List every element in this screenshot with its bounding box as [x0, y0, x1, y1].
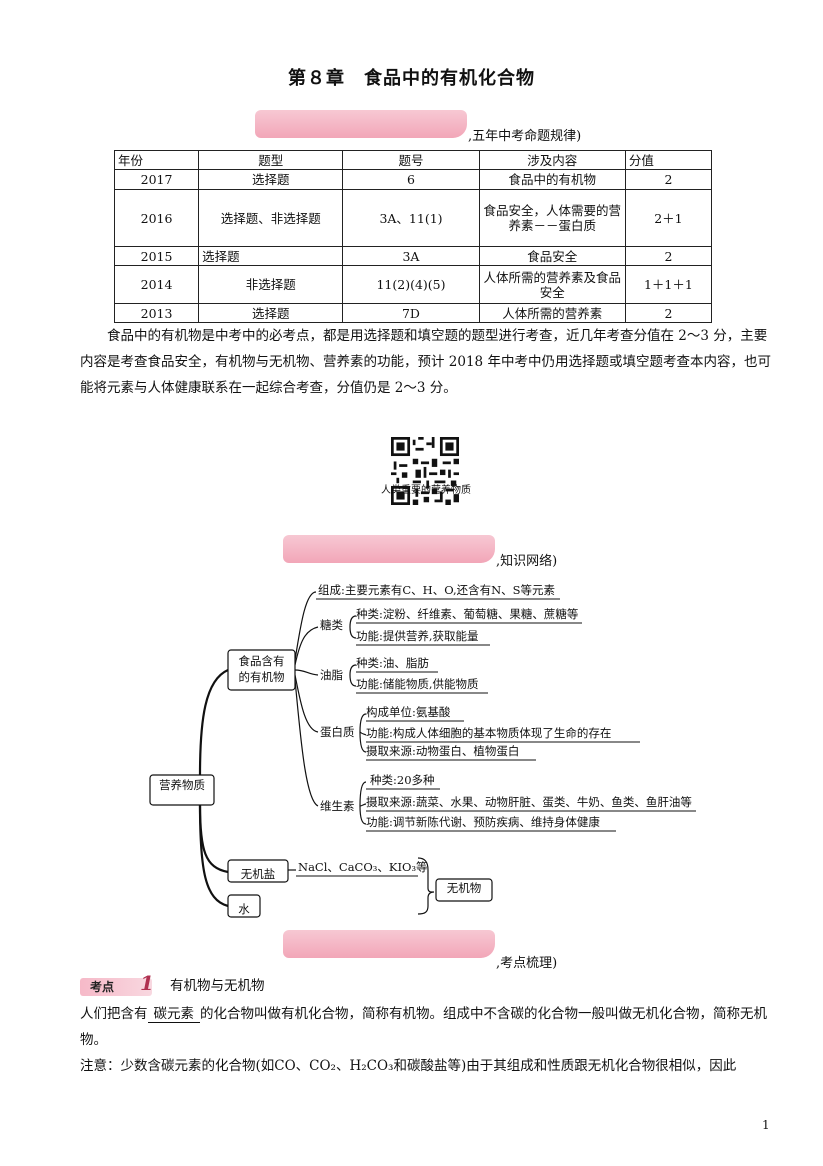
mindmap-root: 营养物质 [159, 778, 205, 792]
mindmap-salt: 无机盐 [240, 867, 276, 881]
table-cell: 2 [624, 169, 713, 190]
mindmap-sugar-func: 功能:提供营养,获取能量 [356, 629, 479, 643]
kaodian-title: 有机物与无机物 [170, 978, 265, 994]
qr-caption: 人类重要的营养物质 [381, 485, 471, 496]
fill-blank-answer: 碳元素 [147, 1006, 200, 1023]
table-cell: 人体所需的营养素 [478, 303, 626, 323]
mindmap-vitamin: 维生素 [320, 799, 355, 813]
mindmap-protein-unit: 构成单位:氨基酸 [366, 705, 451, 719]
table-cell: 7D [342, 303, 480, 323]
exam-rules-table: 年份 题型 题号 涉及内容 分值 2017 选择题 6 食品中的有机物 2 20… [113, 150, 713, 323]
mindmap-organic-line2: 的有机物 [238, 670, 285, 684]
table-header: 年份 [113, 150, 200, 170]
section-label-network: ,知识网络) [496, 554, 558, 569]
mindmap-vitamin-src: 摄取来源:蔬菜、水果、动物肝脏、蛋类、牛奶、鱼类、鱼肝油等 [366, 795, 692, 809]
knowledge-mindmap [149, 591, 696, 918]
table-cell: 选择题 [198, 246, 344, 266]
kaodian-number: 1 [140, 971, 154, 995]
mindmap-composition: 组成:主要元素有C、H、O,还含有N、S等元素 [318, 583, 556, 597]
table-header-row: 年份 题型 题号 涉及内容 分值 [113, 150, 713, 170]
table-cell: 6 [342, 169, 480, 190]
table-cell: 食品安全，人体需要的营养素－－蛋白质 [478, 189, 626, 247]
table-header: 分值 [624, 150, 713, 170]
table-cell: 1＋1＋1 [624, 265, 713, 304]
section-banner-rules [255, 110, 467, 138]
table-cell: 选择题 [198, 169, 344, 190]
mindmap-protein: 蛋白质 [320, 725, 355, 739]
mindmap-water: 水 [238, 902, 250, 916]
mindmap-sugar-kind: 种类:淀粉、纤维素、葡萄糖、果糖、蔗糖等 [356, 607, 579, 621]
kaodian-p1-after: 的化合物叫做有机化合物，简称有机物。组成中不含碳的化合物一般叫做无机化合物，简称… [80, 1006, 767, 1048]
mindmap-vitamin-kind: 种类:20多种 [370, 773, 435, 787]
mindmap-fat-kind: 种类:油、脂肪 [356, 656, 429, 670]
table-header: 题号 [342, 150, 480, 170]
table-cell: 食品安全 [478, 246, 626, 266]
table-row: 2014 非选择题 11(2)(4)(5) 人体所需的营养素及食品安全 1＋1＋… [113, 265, 713, 304]
table-header: 题型 [198, 150, 344, 170]
table-cell: 非选择题 [198, 265, 344, 304]
table-cell: 食品中的有机物 [478, 169, 626, 190]
intro-paragraph: 食品中的有机物是中考中的必考点，都是用选择题和填空题的题型进行考查，近几年考查分… [80, 328, 771, 396]
table-header: 涉及内容 [478, 150, 626, 170]
section-label-rules: ,五年中考命题规律) [468, 129, 582, 144]
table-row: 2015 选择题 3A 食品安全 2 [113, 246, 713, 266]
table-cell: 2015 [113, 246, 200, 266]
kaodian-badge: 考点 [80, 978, 152, 996]
table-row: 2017 选择题 6 食品中的有机物 2 [113, 169, 713, 190]
table-cell: 2017 [113, 169, 200, 190]
page-number: 1 [762, 1118, 770, 1132]
table-row: 2016 选择题、非选择题 3A、11(1) 食品安全，人体需要的营养素－－蛋白… [113, 189, 713, 247]
kaodian-p1-before: 人们把含有 [80, 1006, 148, 1022]
kaodian-paragraph: 人们把含有碳元素的化合物叫做有机化合物，简称有机物。组成中不含碳的化合物一般叫做… [80, 1001, 776, 1053]
mindmap-sugar: 糖类 [320, 618, 343, 632]
table-cell: 选择题 [198, 303, 344, 323]
table-cell: 3A [342, 246, 480, 266]
mindmap-fat: 油脂 [320, 668, 343, 682]
table-cell: 人体所需的营养素及食品安全 [478, 265, 626, 304]
section-banner-points [283, 930, 495, 958]
page-title: 第８章 食品中的有机化合物 [288, 68, 535, 89]
qr-code-icon[interactable] [391, 437, 459, 505]
mindmap-inorganic: 无机物 [446, 881, 482, 895]
table-cell: 2 [624, 303, 713, 323]
mindmap-protein-src: 摄取来源:动物蛋白、植物蛋白 [366, 744, 520, 758]
mindmap-organic-line1: 食品含有 [238, 654, 285, 668]
section-label-points: ,考点梳理) [496, 956, 558, 971]
table-cell: 2 [624, 246, 713, 266]
mindmap-salt-examples: NaCl、CaCO₃、KIO₃等 [298, 860, 428, 874]
kaodian-note: 注意：少数含碳元素的化合物(如CO、CO₂、H₂CO₃和碳酸盐等)由于其组成和性… [80, 1058, 737, 1074]
table-cell: 2＋1 [624, 189, 713, 247]
section-banner-network [283, 535, 495, 563]
table-cell: 11(2)(4)(5) [342, 265, 480, 304]
table-cell: 2014 [113, 265, 200, 304]
mindmap-fat-func: 功能:储能物质,供能物质 [356, 677, 479, 691]
mindmap-protein-func: 功能:构成人体细胞的基本物质体现了生命的存在 [366, 726, 612, 740]
table-row: 2013 选择题 7D 人体所需的营养素 2 [113, 303, 713, 323]
mindmap-vitamin-func: 功能:调节新陈代谢、预防疾病、维持身体健康 [366, 815, 600, 829]
table-cell: 选择题、非选择题 [198, 189, 344, 247]
table-cell: 2016 [113, 189, 200, 247]
table-cell: 2013 [113, 303, 200, 323]
table-cell: 3A、11(1) [342, 189, 480, 247]
